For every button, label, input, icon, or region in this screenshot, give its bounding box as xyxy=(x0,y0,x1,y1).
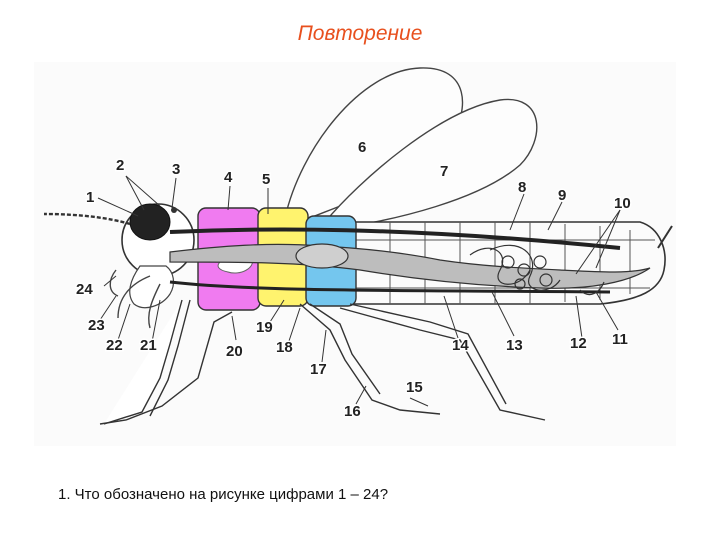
label-21: 21 xyxy=(140,337,157,354)
label-19: 19 xyxy=(256,319,273,336)
label-6: 6 xyxy=(358,139,366,156)
label-12: 12 xyxy=(570,335,587,352)
question-text: 1. Что обозначено на рисунке цифрами 1 –… xyxy=(58,486,388,503)
label-7: 7 xyxy=(440,163,448,180)
label-17: 17 xyxy=(310,361,327,378)
label-20: 20 xyxy=(226,343,243,360)
label-13: 13 xyxy=(506,337,523,354)
label-15: 15 xyxy=(406,379,423,396)
label-24: 24 xyxy=(76,281,93,298)
label-1: 1 xyxy=(86,189,94,206)
crop xyxy=(296,244,348,268)
label-14: 14 xyxy=(452,337,469,354)
label-2: 2 xyxy=(116,157,124,174)
label-9: 9 xyxy=(558,187,566,204)
label-3: 3 xyxy=(172,161,180,178)
label-10: 10 xyxy=(614,195,631,212)
label-11: 11 xyxy=(612,331,628,348)
label-23: 23 xyxy=(88,317,105,334)
label-5: 5 xyxy=(262,171,270,188)
label-16: 16 xyxy=(344,403,361,420)
label-22: 22 xyxy=(106,337,123,354)
label-8: 8 xyxy=(518,179,526,196)
label-4: 4 xyxy=(224,169,233,186)
label-18: 18 xyxy=(276,339,293,356)
compound-eye xyxy=(130,204,170,240)
